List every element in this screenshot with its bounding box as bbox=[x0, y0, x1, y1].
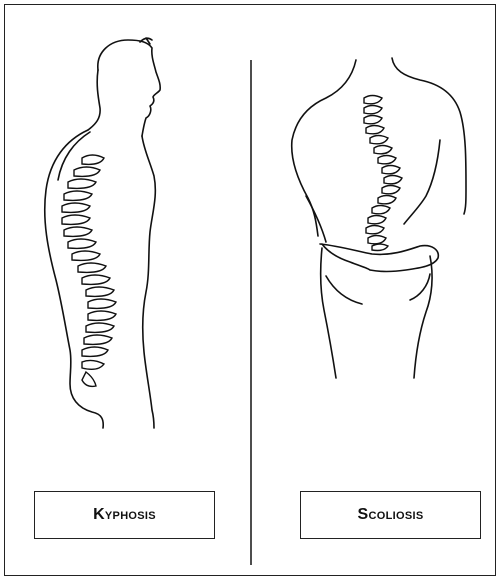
kyphosis-neck-back bbox=[88, 70, 100, 130]
scoliosis-right-arm bbox=[404, 140, 440, 224]
scoliosis-left-shoulder bbox=[292, 60, 356, 236]
scoliosis-label: Scoliosis bbox=[358, 506, 424, 524]
kyphosis-label-box: Kyphosis bbox=[34, 491, 215, 539]
scoliosis-left-buttock bbox=[326, 276, 362, 304]
kyphosis-label: Kyphosis bbox=[93, 506, 156, 524]
kyphosis-figure bbox=[45, 38, 160, 428]
scoliosis-right-buttock bbox=[410, 274, 430, 300]
scoliosis-spine bbox=[364, 96, 402, 251]
scoliosis-left-arm bbox=[306, 196, 326, 242]
scoliosis-label-box: Scoliosis bbox=[300, 491, 481, 539]
scoliosis-left-hip bbox=[321, 248, 336, 378]
kyphosis-front-outline bbox=[142, 136, 155, 428]
kyphosis-head-outline bbox=[98, 40, 160, 136]
